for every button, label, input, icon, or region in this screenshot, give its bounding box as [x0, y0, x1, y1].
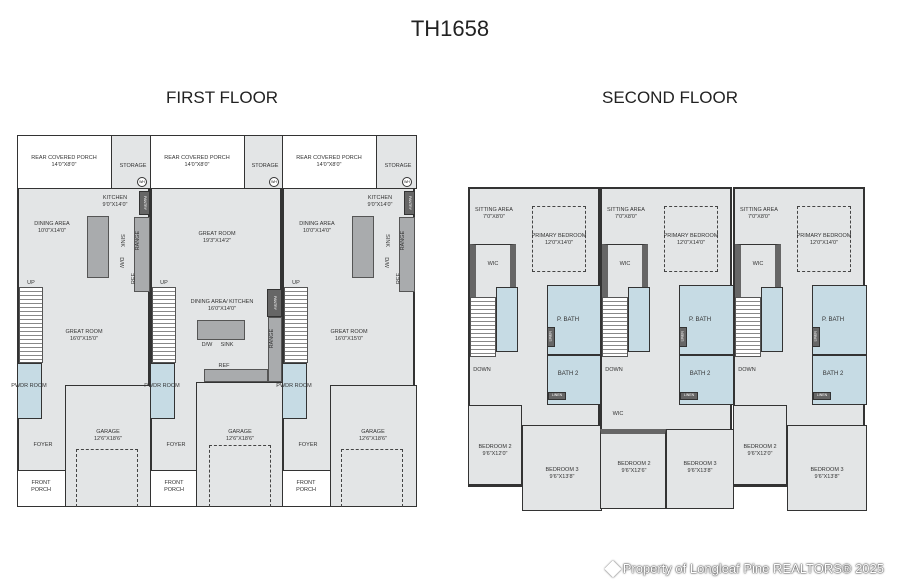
garage-door	[76, 449, 138, 507]
primary-bedroom-outline	[664, 206, 718, 272]
pantry: PANTRY	[267, 289, 282, 317]
staircase	[152, 287, 176, 363]
pantry-label: PANTRY	[272, 296, 277, 310]
rear-covered-porch	[150, 135, 245, 189]
linen-closet	[628, 287, 650, 352]
front-porch	[17, 470, 66, 507]
staircase	[470, 297, 496, 357]
primary-bath	[547, 285, 602, 355]
linen	[812, 327, 820, 347]
garage-door	[341, 449, 403, 507]
linen-2	[680, 392, 698, 400]
kitchen-island	[197, 320, 245, 340]
first-floor-heading: FIRST FLOOR	[166, 88, 279, 107]
linen-closet	[761, 287, 783, 352]
powder-room	[17, 363, 42, 419]
water-heater: WH	[137, 177, 147, 187]
linen-2	[813, 392, 831, 400]
pantry-label: PANTRY	[142, 196, 147, 210]
powder-room	[282, 363, 307, 419]
staircase	[602, 297, 628, 357]
rear-covered-porch	[282, 135, 377, 189]
bedroom-2	[600, 429, 666, 509]
powder-room	[150, 363, 175, 419]
water-heater: WH	[269, 177, 279, 187]
bedroom-2	[733, 405, 787, 485]
kitchen-counter	[134, 217, 150, 292]
kitchen-counter	[399, 217, 415, 292]
plan-title: TH1658	[410, 16, 490, 41]
watermark: Property of Longleaf Pine REALTORS® 2025	[604, 560, 884, 577]
linen	[547, 327, 555, 347]
staircase	[284, 287, 308, 363]
primary-bedroom-outline	[532, 206, 586, 272]
garage-door	[209, 445, 271, 507]
pantry: PANTRY	[404, 191, 415, 215]
walk-in-closet	[602, 244, 648, 298]
bedroom-3	[787, 425, 867, 511]
kitchen-island	[87, 216, 109, 278]
second-floor-heading: SECOND FLOOR	[602, 88, 739, 107]
pantry-label: PANTRY	[407, 196, 412, 210]
linen-2	[548, 392, 566, 400]
pantry: PANTRY	[139, 191, 150, 215]
bedroom-3	[666, 429, 734, 509]
front-porch	[150, 470, 197, 507]
kitchen-counter	[268, 317, 282, 382]
linen	[679, 327, 687, 347]
storage	[111, 135, 152, 189]
primary-bath	[812, 285, 867, 355]
water-heater: WH	[402, 177, 412, 187]
primary-bedroom-outline	[797, 206, 851, 272]
bedroom-2	[468, 405, 522, 485]
staircase	[19, 287, 43, 363]
front-porch	[282, 470, 331, 507]
staircase	[735, 297, 761, 357]
walk-in-closet	[470, 244, 516, 298]
kitchen-island	[352, 216, 374, 278]
ref-counter	[204, 369, 268, 382]
realtor-logo-icon	[604, 560, 622, 577]
linen-closet	[496, 287, 518, 352]
rear-covered-porch	[17, 135, 112, 189]
